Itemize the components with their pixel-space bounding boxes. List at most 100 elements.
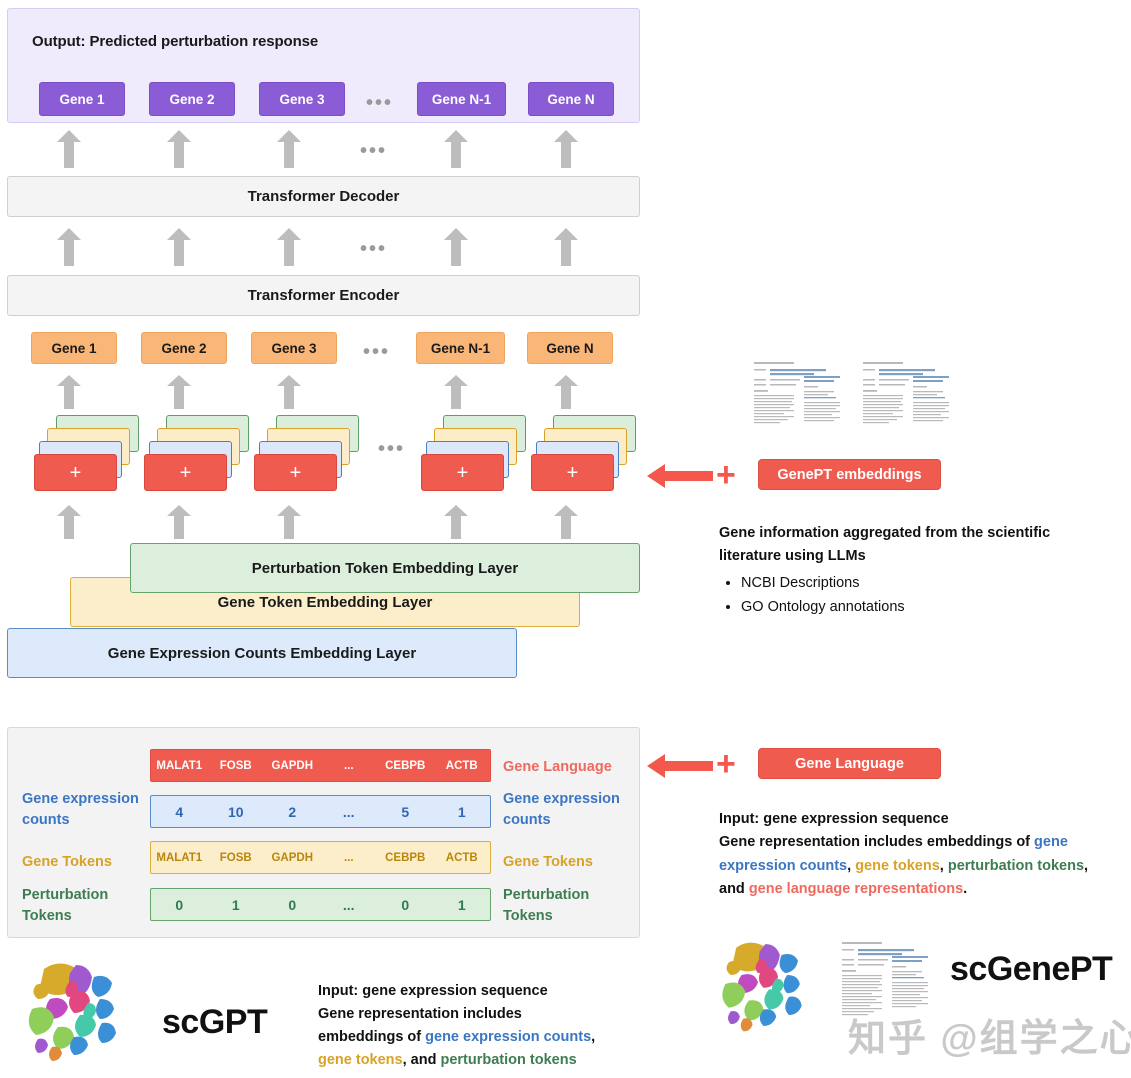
stack-layer-sum: + [144, 454, 227, 491]
stack-layer-sum: + [531, 454, 614, 491]
output-gene-chip-n: Gene N [528, 82, 614, 116]
cell: ... [343, 851, 354, 864]
arrow-row-layers-to-stack [57, 505, 578, 539]
cell: 4 [175, 803, 184, 820]
scgpt-frag-pert: perturbation tokens [440, 1051, 577, 1068]
genept-inject-arrow-icon [647, 464, 713, 488]
output-panel: Output: Predicted perturbation response … [7, 8, 640, 123]
cell: FOSB [219, 759, 252, 772]
perturbation-token-embedding-layer: Perturbation Token Embedding Layer [130, 543, 640, 593]
genept-bullet-ncbi: NCBI Descriptions [741, 572, 1109, 595]
genelang-end: . [963, 881, 968, 898]
embedding-stack-2: + [144, 415, 249, 495]
gene-language-description: Input: gene expression sequence Gene rep… [719, 808, 1115, 902]
arrow-row-2-ellipsis: ••• [360, 238, 388, 260]
cell: CEBPB [385, 851, 426, 864]
genelang-frag-tokens: gene tokens [855, 857, 940, 874]
scgpt-sep1: , [591, 1028, 596, 1045]
cell: 1 [457, 803, 466, 820]
input-row-gene-tokens: MALAT1 FOSB GAPDH ... CEBPB ACTB [150, 841, 491, 874]
cell: ACTB [445, 851, 478, 864]
label-right-gene-tokens: Gene Tokens [503, 854, 593, 870]
scgpt-sep2: , and [402, 1051, 441, 1068]
input-gene-chip-3: Gene 3 [251, 332, 337, 364]
label-left-gene-tokens: Gene Tokens [22, 854, 112, 870]
genelanguage-inject-arrow-icon [647, 754, 713, 778]
genept-heading: Gene information aggregated from the sci… [719, 525, 1051, 565]
genelang-line1: Input: gene expression sequence [719, 811, 949, 827]
transformer-decoder-bar: Transformer Decoder [7, 176, 640, 217]
output-gene-chip-1: Gene 1 [39, 82, 125, 116]
genelang-line2-prefix: Gene representation includes embeddings … [719, 834, 1035, 851]
cell: GAPDH [271, 851, 314, 864]
input-row-perturbation-tokens: 0 1 0 ... 0 1 [150, 888, 491, 921]
genept-plus-icon: + [716, 456, 736, 494]
stack-layer-sum: + [254, 454, 337, 491]
paper-thumbnail-2 [857, 358, 955, 430]
gene-language-pill: Gene Language [758, 748, 941, 779]
stack-layer-sum: + [421, 454, 504, 491]
cell: 1 [231, 896, 240, 913]
output-panel-title: Output: Predicted perturbation response [32, 33, 319, 50]
cell: 10 [227, 803, 244, 820]
cell: 1 [457, 896, 466, 913]
genelang-sep3: , and [719, 857, 1089, 898]
output-gene-chip-n-1: Gene N-1 [417, 82, 506, 116]
label-right-perturbation-tokens: Perturbation Tokens [503, 887, 590, 925]
cell: CEBPB [385, 759, 426, 772]
arrow-row-1-ellipsis: ••• [360, 140, 388, 162]
arrow-row-decoder-to-output [57, 130, 578, 168]
scgpt-line2: Gene representation includes [318, 1005, 522, 1022]
genept-bullet-list: NCBI Descriptions GO Ontology annotation… [719, 572, 1109, 620]
cell: ... [343, 759, 354, 772]
scgpt-frag-counts: gene expression counts [425, 1028, 592, 1045]
cell: 0 [401, 896, 410, 913]
genelang-frag-pert: perturbation tokens [947, 857, 1085, 874]
input-gene-chip-1: Gene 1 [31, 332, 117, 364]
cell: 5 [401, 803, 410, 820]
genelang-sep2: , [939, 857, 948, 874]
gene-expression-counts-embedding-layer: Gene Expression Counts Embedding Layer [7, 628, 517, 678]
input-gene-chip-n: Gene N [527, 332, 613, 364]
cell: GAPDH [271, 759, 314, 772]
cell: 0 [175, 896, 184, 913]
watermark: 知乎 @组学之心 [848, 1018, 1131, 1060]
cell: 2 [288, 803, 297, 820]
genelang-sep1: , [847, 857, 856, 874]
genept-bullet-go: GO Ontology annotations [741, 596, 1109, 619]
cell: ... [342, 896, 355, 913]
cell: ACTB [445, 759, 478, 772]
label-left-gene-expression-counts: Gene expression counts [22, 791, 139, 829]
scgenept-umap-logo-icon [722, 942, 802, 1032]
output-gene-chip-3: Gene 3 [259, 82, 345, 116]
embedding-stack-3: + [254, 415, 359, 495]
label-right-gene-expression-counts: Gene expression counts [503, 791, 620, 829]
genelanguage-plus-icon: + [716, 745, 736, 783]
embedding-stack-n-1: + [421, 415, 526, 495]
genelang-frag-counts: gene expression counts [719, 834, 1068, 874]
input-row-gene-expression-counts: 4 10 2 ... 5 1 [150, 795, 491, 828]
scgpt-brand-name: scGPT [162, 1003, 268, 1041]
genept-embeddings-pill: GenePT embeddings [758, 459, 941, 490]
input-row-gene-language: MALAT1 FOSB GAPDH ... CEBPB ACTB [150, 749, 491, 782]
scgpt-line3-prefix: embeddings of [318, 1028, 426, 1045]
embedding-stack-ellipsis: ••• [378, 438, 406, 460]
cell: ... [342, 803, 355, 820]
genept-description: Gene information aggregated from the sci… [719, 522, 1109, 621]
output-gene-chip-2: Gene 2 [149, 82, 235, 116]
transformer-encoder-bar: Transformer Encoder [7, 275, 640, 316]
output-ellipsis: ••• [366, 92, 394, 114]
label-left-perturbation-tokens: Perturbation Tokens [22, 887, 109, 925]
embedding-stack-n: + [531, 415, 636, 495]
scgenept-paper-thumbnail [836, 938, 934, 1030]
cell: 0 [288, 896, 297, 913]
scgpt-line1: Input: gene expression sequence [318, 983, 548, 999]
scgenept-brand-name: scGenePT [950, 950, 1113, 988]
arrow-row-stack-to-genes [57, 375, 578, 409]
cell: MALAT1 [156, 851, 203, 864]
stack-layer-sum: + [34, 454, 117, 491]
embedding-stack-1: + [34, 415, 139, 495]
input-gene-chip-n-1: Gene N-1 [416, 332, 505, 364]
paper-thumbnail-1 [748, 358, 846, 430]
input-gene-chip-2: Gene 2 [141, 332, 227, 364]
